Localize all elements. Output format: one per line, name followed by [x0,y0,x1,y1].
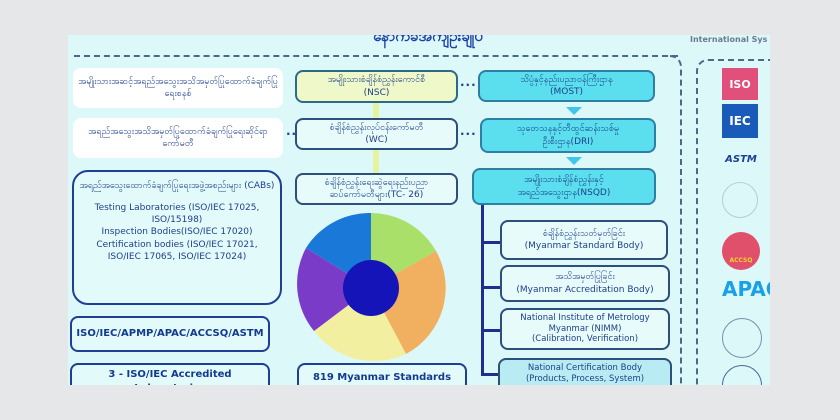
apac-logo: APAC [722,275,770,303]
iec-logo: IEC [722,104,758,138]
system-label: အမျိုးသားအဆင့်အရည်အသွေးအသိအမှတ်ပြုထောက်ခ… [78,76,278,99]
nsc-label: အမျိုးသားစံချိန်စံညွှန်းကောင်စီ [327,75,426,86]
cabs-box: အရည်အသွေးထောက်ခံချက်ပြုရေးအဖွဲ့အစည်းများ… [72,170,282,305]
nsqd-label-2: အရည်အသွေးဌာန(NSQD) [517,187,611,198]
tree-branch [481,329,501,332]
cabs-line: ISO/15198) [151,215,203,226]
presentation-slide: နောက်ခံအကျဉ်းချုပ် International Sys အမျ… [68,35,770,385]
tree-line [481,205,484,375]
tree-branch [481,373,501,376]
sub-label: National Institute of Metrology [520,313,650,324]
connector-dots: ··· [460,127,477,141]
most-box: သိပ္ပံနှင့်နည်းပညာဝန်ကြီးဌာန (MOST) [478,70,655,102]
tc-box: စံချိန်စံညွှန်းရေးဆွဲရေးနည်းပညာဆပ်ကော်မတ… [295,173,458,205]
sub-label: Myanmar (NIMM) [548,323,622,334]
orgs-box: ISO/IEC/APMP/APAC/ACCSQ/ASTM [70,316,270,352]
sub-label: (Products, Process, System) [525,374,645,385]
arrow-down-icon [566,157,582,165]
standards-label: 819 Myanmar Standards [312,372,452,383]
seal-logo [722,182,758,218]
sub-label: (Myanmar Accreditation Body) [516,284,654,295]
accredited-label: 3 - ISO/IEC Accredited Laboratories [108,369,232,385]
accredited-box: 3 - ISO/IEC Accredited Laboratories [70,363,270,385]
certification-body-box: National Certification Body(Products, Pr… [498,358,672,385]
dashed-divider [74,55,678,57]
committee-box: အရည်အသွေးအသိအမှတ်ပြုထောက်ခံချက်ပြုရေးဆို… [73,118,283,158]
tree-branch [481,241,501,244]
most-abbr: (MOST) [549,87,584,97]
dashed-border [670,55,682,385]
sub-label: (Calibration, Verification) [531,334,639,345]
tc-label: စံချိန်စံညွှန်းရေးဆွဲရေးနည်းပညာ [324,177,429,188]
national-system-box: အမျိုးသားအဆင့်အရည်အသွေးအသိအမှတ်ပြုထောက်ခ… [73,68,283,108]
slide-title: နောက်ခံအကျဉ်းချုပ် [373,35,483,45]
standard-body-box: စံချိန်စံညွှန်းသတ်မှတ်ခြင်း (Myanmar Stan… [500,220,668,260]
dri-label-2: ဦးစီးဌာန(DRI) [542,136,594,147]
accreditation-body-box: အသိအမှတ်ပြုခြင်း(Myanmar Accreditation B… [500,265,670,302]
astm-logo-text: ASTM [725,153,757,165]
dri-label: သုတေသနနှင့်တီထွင်ဆန်းသစ်မှု [516,124,620,135]
sub-label: (Myanmar Standard Body) [524,241,644,251]
arrow-down-icon [566,107,582,115]
wc-box: စံချိန်စံညွှန်းလုပ်ငန်းကော်မတီ (WC) [295,118,458,150]
wc-label: စံချိန်စံညွှန်းလုပ်ငန်းကော်မတီ [329,122,424,133]
iec-logo-text: IEC [729,114,751,128]
nsc-box: အမျိုးသားစံချိန်စံညွှန်းကောင်စီ(NSC) [295,70,458,103]
orgs-label: ISO/IEC/APMP/APAC/ACCSQ/ASTM [76,328,264,340]
dashed-border-right [696,59,770,385]
connector-line [373,150,379,173]
cabs-line: Inspection Bodies(ISO/IEC 17020) [101,227,253,238]
iso-logo: ISO [722,68,758,100]
seal-logo [722,318,762,358]
committee-label: အရည်အသွေးအသိအမှတ်ပြုထောက်ခံချက်ပြုရေးဆို… [88,126,268,149]
accsq-logo: ACCSQ [722,232,760,270]
sub-label: စံချိန်စံညွှန်းသတ်မှတ်ခြင်း [542,228,626,239]
tc-label-2: ဆပ်ကော်မတီများ(TC- 26) [329,190,424,200]
right-panel-title: International Sys [690,35,768,44]
apac-logo-text: APAC [722,277,770,301]
dri-box: သုတေသနနှင့်တီထွင်ဆန်းသစ်မှုဦးစီးဌာန(DRI) [480,118,656,153]
cabs-title: အရည်အသွေးထောက်ခံချက်ပြုရေးအဖွဲ့အစည်းများ… [79,181,275,191]
cabs-line: ISO/IEC 17065, ISO/IEC 17024) [107,251,247,262]
cabs-line: Testing Laboratories (ISO/IEC 17025, [94,203,260,214]
wc-abbr: (WC) [365,135,388,145]
process-wheel-graphic [297,213,446,362]
accsq-logo-text: ACCSQ [729,257,753,264]
iso-logo-text: ISO [729,77,751,91]
nsqd-label: အမျိုးသားစံချိန်စံညွှန်းနှင့် [524,175,604,186]
cabs-line: Certification bodies (ISO/IEC 17021, [96,239,258,250]
nsc-abbr: (NSC) [363,87,390,98]
connector-dots: ··· [460,78,477,92]
most-label: သိပ္ပံနှင့်နည်းပညာဝန်ကြီးဌာန [520,74,613,85]
standards-box: 819 Myanmar Standards [297,363,467,385]
tree-branch [481,286,501,289]
connector-dots: ·· [286,127,298,141]
connector-line [373,103,379,118]
nsqd-box: အမျိုးသားစံချိန်စံညွှန်းနှင့်အရည်အသွေးဌာ… [472,168,656,205]
sub-label: အသိအမှတ်ပြုခြင်း [555,272,615,283]
sub-label: National Certification Body [527,363,643,373]
astm-logo: ASTM [722,143,760,175]
